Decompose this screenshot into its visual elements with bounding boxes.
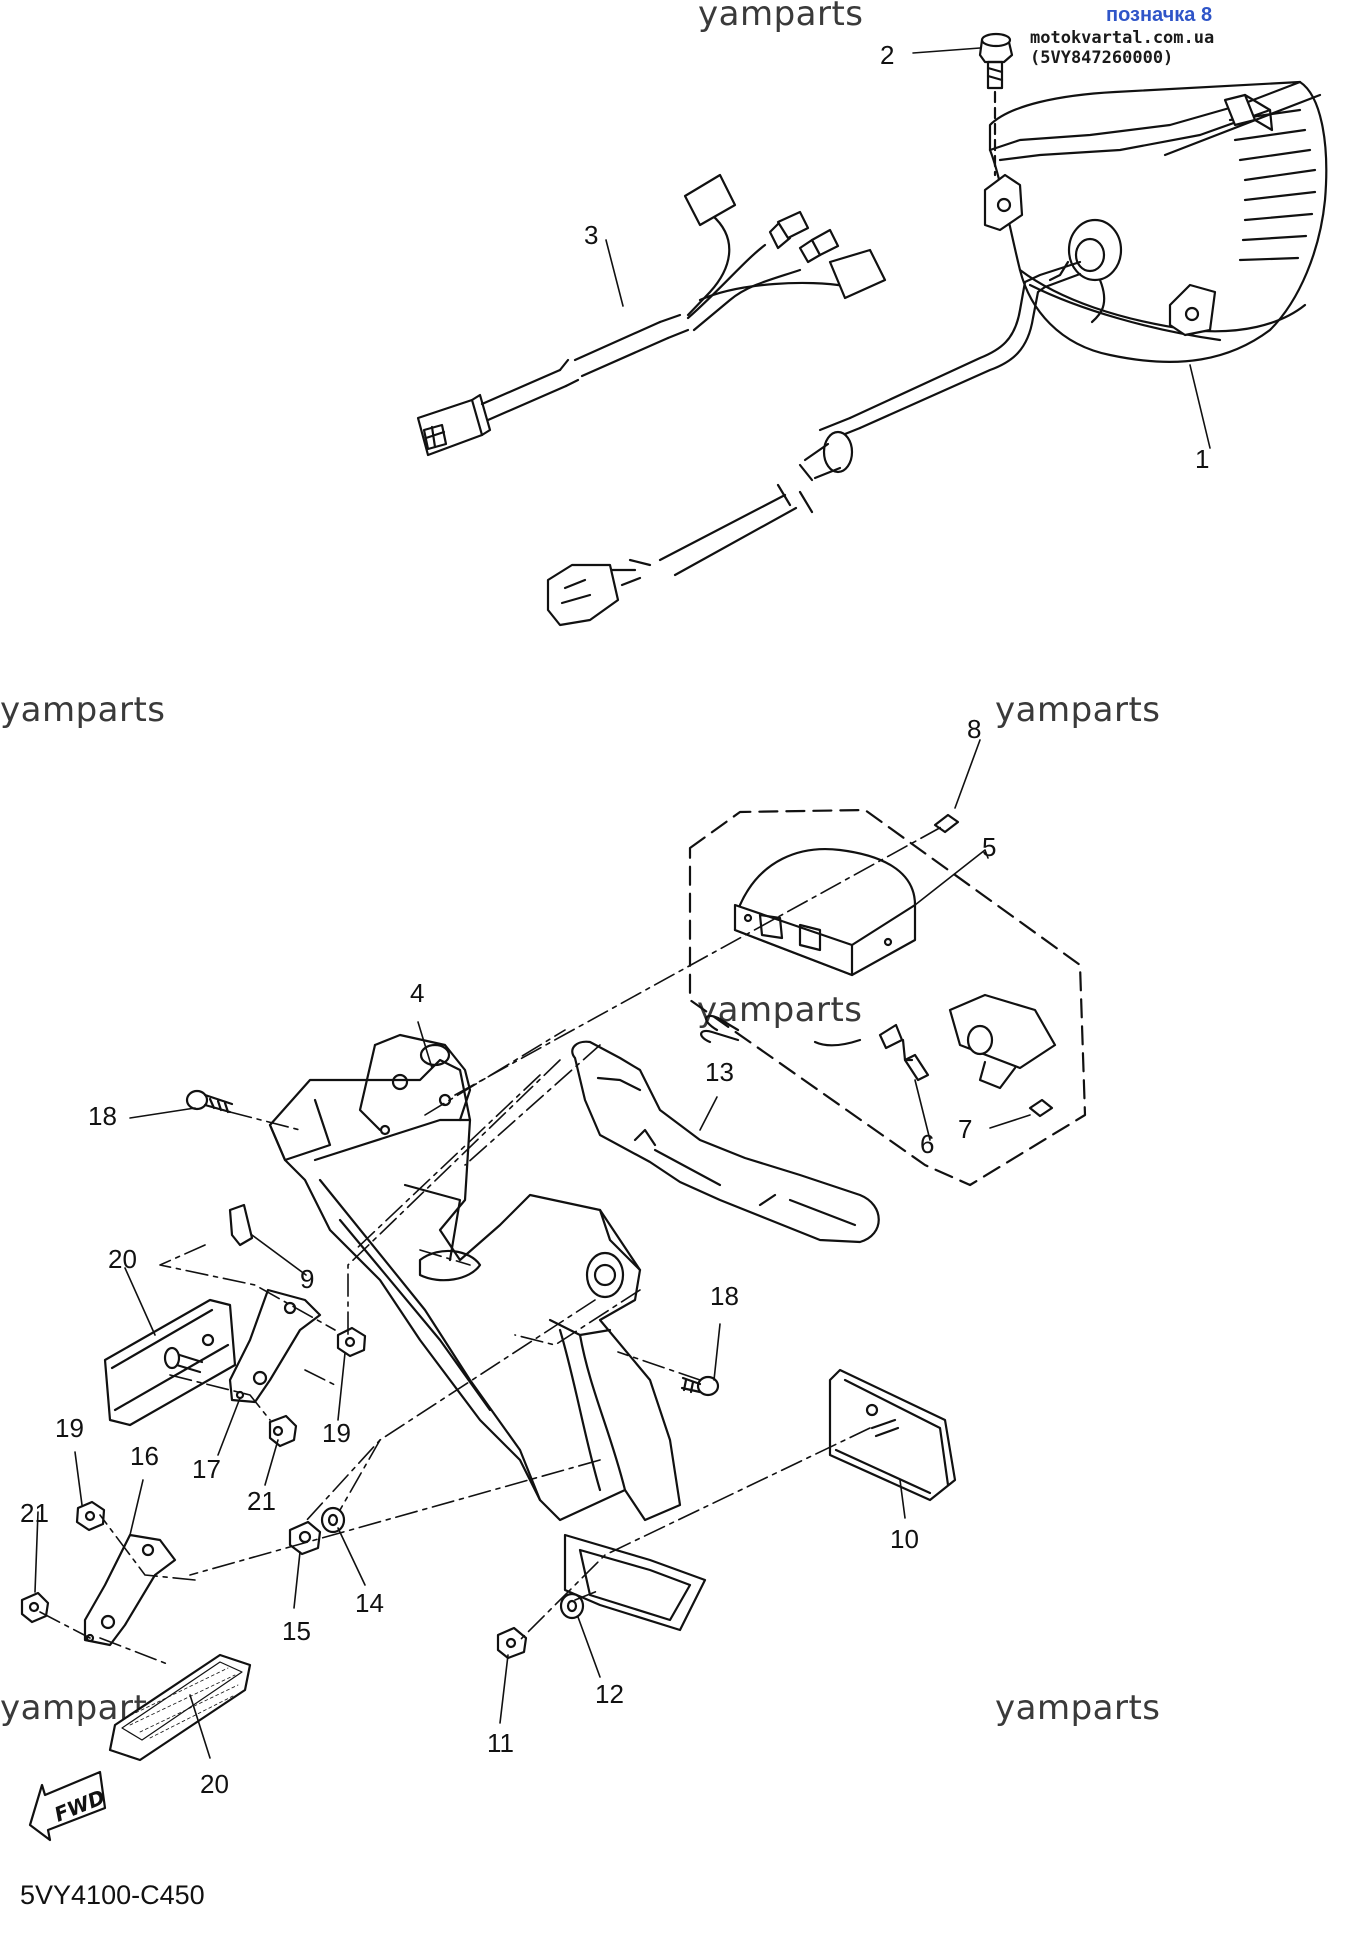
source-reference: motokvartal.com.ua (5VY847260000) (1030, 28, 1215, 68)
callout-3: 3 (584, 220, 598, 250)
reflector-10 (828, 1368, 957, 1502)
callout-6: 6 (920, 1129, 934, 1159)
washer-14 (320, 1506, 346, 1534)
callout-13: 13 (705, 1057, 734, 1087)
callout-18: 18 (88, 1101, 117, 1131)
callout-9: 9 (300, 1264, 314, 1294)
nut-15 (288, 1520, 322, 1556)
nut-19-lower (75, 1500, 106, 1532)
reflector-20-upper (103, 1298, 237, 1427)
tail-light-cable (546, 260, 1082, 627)
callout-21: 21 (20, 1498, 49, 1528)
wire-harness (416, 173, 887, 457)
license-light-assembly (688, 808, 1087, 1187)
callout-16: 16 (130, 1441, 159, 1471)
tail-light-unit (983, 80, 1328, 363)
watermark-top: yamparts (698, 0, 864, 34)
screw-2 (978, 32, 1014, 177)
bolt-18-left (185, 1089, 234, 1114)
callout-21: 21 (247, 1486, 276, 1516)
callout-7: 7 (958, 1114, 972, 1144)
callout-1: 1 (1195, 444, 1209, 474)
bolt-18-right (680, 1375, 720, 1397)
washer-12 (559, 1592, 585, 1620)
callout-18: 18 (710, 1281, 739, 1311)
callout-15: 15 (282, 1616, 311, 1646)
callout-11: 11 (487, 1728, 514, 1758)
stay-17 (228, 1288, 322, 1404)
nut-19-upper (336, 1326, 367, 1358)
callout-4: 4 (410, 978, 424, 1008)
diagram-code: 5VY4100-C450 (20, 1880, 205, 1910)
clip-9 (228, 1203, 254, 1247)
callout-5: 5 (982, 832, 996, 862)
screw-7 (1028, 1098, 1054, 1118)
assembly-lines (39, 824, 946, 1666)
plate-stay (571, 1040, 880, 1244)
callout-19: 19 (322, 1418, 351, 1448)
nut-21-lower (20, 1591, 50, 1624)
callout-8: 8 (967, 714, 981, 744)
fwd-arrow-icon (28, 1770, 107, 1842)
callout-17: 17 (192, 1454, 221, 1484)
callout-2: 2 (880, 40, 894, 70)
leader-lines (34, 47, 1211, 1759)
callout-12: 12 (595, 1679, 624, 1709)
part-tag-label: позначка 8 (1106, 4, 1213, 26)
callout-10: 10 (890, 1524, 919, 1554)
reflector-20-lower (108, 1653, 252, 1762)
watermark-bottom-right: yamparts (995, 1688, 1161, 1728)
callout-14: 14 (355, 1588, 384, 1618)
rear-bracket (268, 1033, 707, 1632)
watermark-right: yamparts (995, 690, 1161, 730)
nuts (20, 1326, 585, 1660)
callout-19: 19 (55, 1413, 84, 1443)
stay-16 (83, 1533, 177, 1647)
watermark-left: yamparts (0, 690, 166, 730)
callout-20: 20 (200, 1769, 229, 1799)
callout-20: 20 (108, 1244, 137, 1274)
nut-11 (496, 1626, 528, 1660)
